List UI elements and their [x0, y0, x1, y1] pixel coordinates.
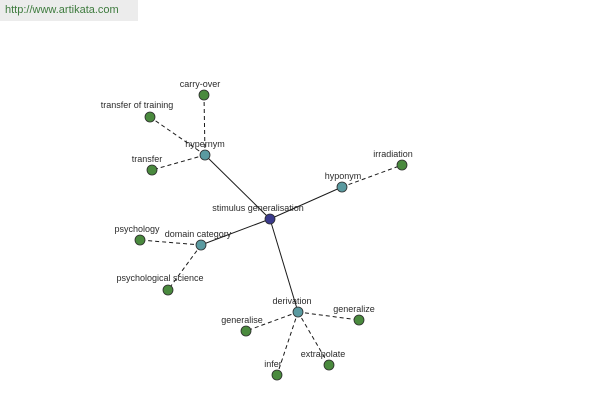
hub-node-derivation[interactable]: derivation — [272, 296, 312, 318]
center-node-dot[interactable] — [264, 213, 276, 225]
leaf-node-dot[interactable] — [396, 159, 408, 171]
leaf-node-dot[interactable] — [323, 359, 335, 371]
leaf-node-label[interactable]: transfer — [132, 154, 163, 164]
hub-node-label[interactable]: hypernym — [185, 139, 225, 149]
hub-node-dot[interactable] — [292, 306, 304, 318]
leaf-node-label[interactable]: irradiation — [373, 149, 413, 159]
leaf-node-dot[interactable] — [144, 111, 156, 123]
edge-hyponym-irradiation — [341, 164, 403, 188]
url-link[interactable]: http://www.artikata.com — [5, 4, 119, 16]
leaf-node-dot[interactable] — [134, 234, 146, 246]
leaf-node-dot[interactable] — [353, 314, 365, 326]
edge-hypernym-transfer — [151, 154, 206, 171]
nodes-layer: carry-over transfer of training transfer ir… — [101, 79, 413, 381]
leaf-node-dot[interactable] — [271, 369, 283, 381]
edge-derivation-extrapolate — [297, 311, 330, 366]
leaf-node-label[interactable]: infer — [264, 359, 282, 369]
leaf-node-dot[interactable] — [240, 325, 252, 337]
hub-node-dot[interactable] — [199, 149, 211, 161]
edge-stimulus-derivation — [269, 218, 299, 313]
leaf-node-psychological-science[interactable]: psychological science — [116, 273, 204, 296]
edge-hypernym-transfer-of-training — [149, 116, 206, 156]
leaf-node-dot[interactable] — [162, 284, 174, 296]
edge-stimulus-domain — [200, 218, 271, 246]
leaf-node-extrapolate[interactable]: extrapolate — [301, 349, 346, 371]
hub-node-dot[interactable] — [195, 239, 207, 251]
edge-stimulus-hypernym — [204, 154, 271, 220]
leaf-node-label[interactable]: generalise — [221, 315, 263, 325]
leaf-node-label[interactable]: generalize — [333, 304, 375, 314]
url-banner: http://www.artikata.com — [0, 0, 138, 21]
hub-node-dot[interactable] — [336, 181, 348, 193]
center-node-label[interactable]: stimulus generalisation — [212, 203, 304, 213]
hub-node-hyponym[interactable]: hyponym — [325, 171, 362, 193]
edge-hypernym-carry-over — [203, 94, 206, 156]
leaf-node-dot[interactable] — [146, 164, 158, 176]
edge-domain-psychology — [139, 239, 202, 246]
leaf-node-label[interactable]: psychology — [114, 224, 160, 234]
leaf-node-infer[interactable]: infer — [264, 359, 283, 381]
hub-node-hypernym[interactable]: hypernym — [185, 139, 225, 161]
hub-node-label[interactable]: domain category — [165, 229, 232, 239]
edge-derivation-generalize — [297, 311, 360, 321]
center-node-stimulus[interactable]: stimulus generalisation — [212, 203, 304, 225]
edge-stimulus-hyponym — [269, 186, 343, 220]
edges-layer — [139, 94, 403, 376]
edge-domain-psychological-science — [167, 244, 202, 291]
leaf-node-irradiation[interactable]: irradiation — [373, 149, 413, 171]
edge-derivation-generalise — [245, 311, 299, 332]
leaf-node-psychology[interactable]: psychology — [114, 224, 160, 246]
leaf-node-transfer-of-training[interactable]: transfer of training — [101, 100, 174, 123]
leaf-node-label[interactable]: transfer of training — [101, 100, 174, 110]
hub-node-label[interactable]: hyponym — [325, 171, 362, 181]
leaf-node-label[interactable]: carry-over — [180, 79, 221, 89]
hub-node-domain[interactable]: domain category — [165, 229, 232, 251]
leaf-node-label[interactable]: extrapolate — [301, 349, 346, 359]
leaf-node-dot[interactable] — [198, 89, 210, 101]
leaf-node-label[interactable]: psychological science — [116, 273, 203, 283]
leaf-node-carry-over[interactable]: carry-over — [180, 79, 221, 101]
leaf-node-generalise[interactable]: generalise — [221, 315, 263, 337]
hub-node-label[interactable]: derivation — [272, 296, 311, 306]
leaf-node-generalize[interactable]: generalize — [333, 304, 375, 326]
leaf-node-transfer[interactable]: transfer — [132, 154, 163, 176]
